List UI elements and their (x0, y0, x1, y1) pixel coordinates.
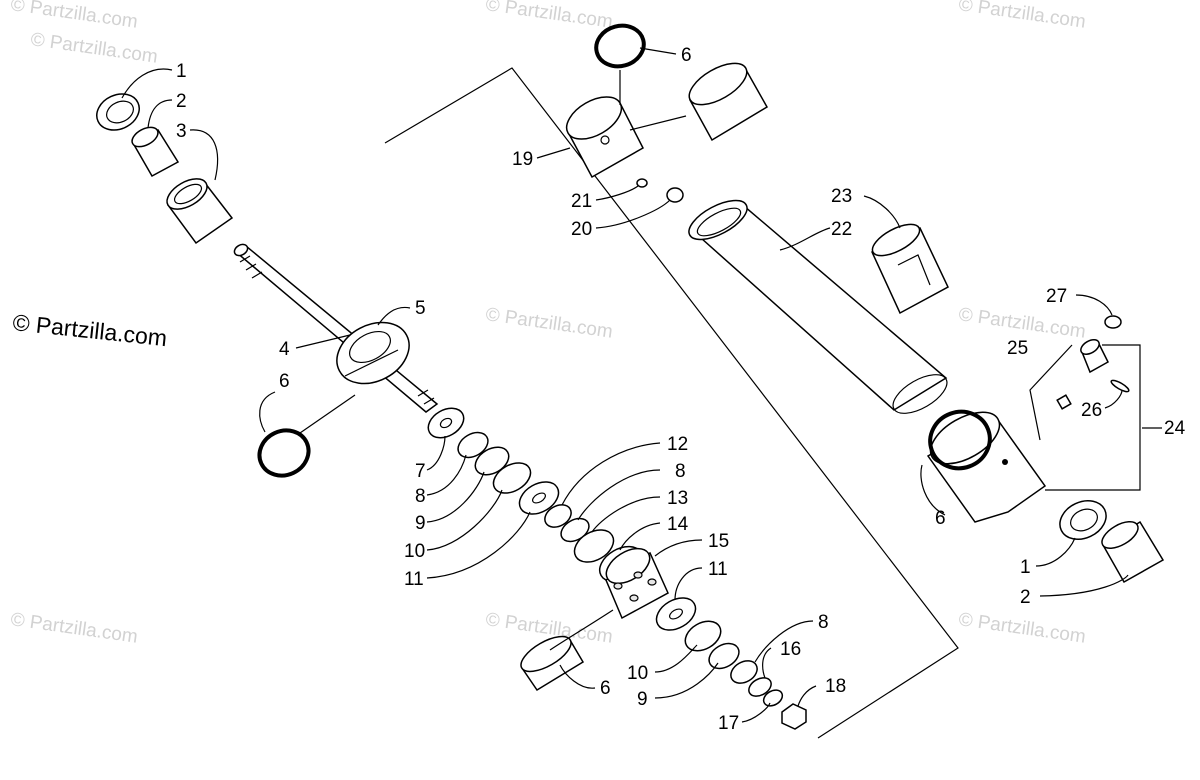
part-26-oring-small (1110, 379, 1130, 393)
bracket-25 (1029, 344, 1073, 441)
part-6-band-bottom (520, 635, 585, 692)
callout-6-right: 6 (935, 508, 946, 529)
callout-labels: 1 2 3 4 5 6 7 8 9 10 11 12 8 13 14 15 11… (176, 45, 1186, 734)
part-6-oring-right (928, 409, 992, 471)
washer-stack-lower (655, 597, 784, 707)
callout-5: 5 (415, 298, 426, 319)
callout-21: 21 (571, 191, 592, 212)
part-6-band-top (688, 62, 769, 142)
part-6-oring-top (594, 23, 646, 69)
assembly-boundary (384, 67, 959, 739)
watermark-faint: © Partzilla.com (484, 304, 614, 343)
part-2-sleeve-top (131, 126, 180, 178)
callout-12: 12 (667, 434, 688, 455)
part-6-oring-left (257, 428, 311, 478)
callout-9-a: 9 (415, 513, 426, 534)
callout-3: 3 (176, 121, 187, 142)
callout-23: 23 (831, 186, 852, 207)
part-23-sleeve (871, 223, 949, 315)
callout-9-b: 9 (637, 689, 648, 710)
washer-stack-upper (427, 407, 560, 515)
part-15-piston (605, 547, 669, 620)
part-19-piston-top (565, 96, 644, 179)
part-2-sleeve-bottom (1101, 520, 1165, 584)
callout-7: 7 (415, 461, 426, 482)
bracket-24 (1045, 344, 1141, 491)
callout-17: 17 (718, 713, 739, 734)
watermark-faint: © Partzilla.com (484, 0, 614, 33)
callout-2-bottom: 2 (1020, 587, 1031, 608)
part-25-valve-core (1056, 339, 1109, 410)
callout-2-top: 2 (176, 91, 187, 112)
part-22-cylinder (688, 199, 948, 414)
callout-18: 18 (825, 676, 846, 697)
callout-20: 20 (571, 219, 592, 240)
callout-10-a: 10 (404, 541, 425, 562)
callout-11-a: 11 (404, 569, 424, 590)
callout-14: 14 (667, 514, 689, 535)
watermark-faint: © Partzilla.com (29, 29, 159, 68)
callout-26: 26 (1081, 400, 1102, 421)
callout-6-top: 6 (681, 45, 692, 66)
callout-24: 24 (1164, 418, 1186, 439)
leader-lines (121, 47, 1162, 723)
part-5-body (336, 321, 410, 385)
callout-1-bottom: 1 (1020, 557, 1031, 578)
part-27-cap (1104, 315, 1122, 329)
part-20-valve (666, 187, 684, 203)
callout-8-a: 8 (415, 486, 426, 507)
watermark-layer: © Partzilla.com © Partzilla.com © Partzi… (9, 0, 1087, 648)
callout-25: 25 (1007, 338, 1028, 359)
watermark-faint: © Partzilla.com (957, 609, 1087, 648)
callout-6-left: 6 (279, 371, 290, 392)
part-4-shaft (233, 243, 439, 413)
watermark-faint: © Partzilla.com (9, 609, 139, 648)
part-18-nut (781, 703, 807, 730)
callout-4: 4 (279, 339, 290, 360)
callout-6-bottom: 6 (600, 678, 611, 699)
part-21-clip (636, 178, 648, 188)
callout-16: 16 (780, 639, 801, 660)
callout-19: 19 (512, 149, 533, 170)
watermark-faint: © Partzilla.com (957, 0, 1087, 33)
watermark-faint: © Partzilla.com (957, 304, 1087, 343)
watermark-main: © Partzilla.com (11, 309, 168, 351)
callout-1-top: 1 (176, 61, 187, 82)
callout-10-b: 10 (627, 663, 648, 684)
callout-13: 13 (667, 488, 688, 509)
watermark-faint: © Partzilla.com (9, 0, 139, 33)
callout-15: 15 (708, 531, 729, 552)
callout-8-c: 8 (818, 612, 829, 633)
part-1-bushing-bottom (1059, 500, 1107, 540)
callout-11-b: 11 (708, 559, 728, 580)
part-3-eyelet (166, 178, 234, 245)
callout-27: 27 (1046, 286, 1067, 307)
part-1-bushing-top (96, 93, 140, 131)
callout-22: 22 (831, 219, 852, 240)
callout-8-b: 8 (675, 461, 686, 482)
